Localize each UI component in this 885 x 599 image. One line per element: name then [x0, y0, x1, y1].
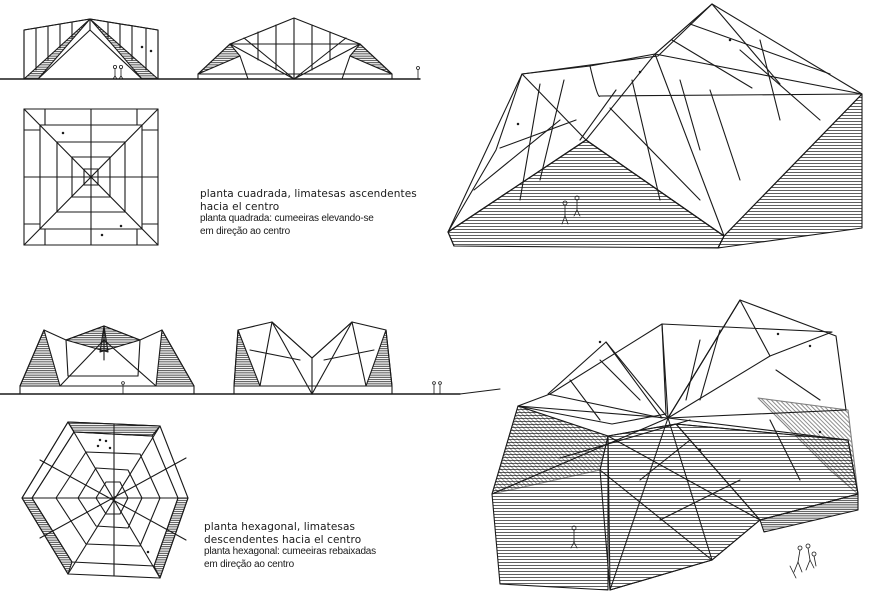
hexagonal-elevation-front — [0, 325, 501, 395]
person-figure-icon — [121, 381, 125, 395]
hexagonal-roof-perspective — [491, 299, 859, 591]
hexagonal-elevation-diagonal — [233, 321, 442, 395]
caption-line: planta hexagonal, limatesas — [204, 521, 356, 533]
caption-line: planta hexagonal: cumeeiras rebaixadas — [204, 546, 376, 557]
square-elevation-front — [0, 18, 421, 80]
person-figure-icon — [570, 525, 817, 579]
caption-square-plan: planta cuadrada, limatesas ascendentes h… — [200, 188, 417, 238]
caption-line: em direção ao centro — [204, 558, 294, 570]
person-figure-icon — [416, 66, 420, 80]
hexagonal-floor-plan — [21, 421, 189, 579]
caption-line: planta cuadrada, limatesas ascendentes — [200, 188, 417, 200]
person-figure-icon — [112, 65, 124, 80]
square-floor-plan — [23, 108, 159, 246]
square-roof-perspective — [447, 3, 863, 249]
square-elevation-diagonal — [197, 17, 420, 80]
caption-hexagonal-plan: planta hexagonal, limatesas descendentes… — [204, 521, 376, 571]
caption-line: em direção ao centro — [200, 225, 290, 237]
person-figure-icon — [432, 381, 442, 395]
caption-line: hacia el centro — [200, 200, 280, 213]
caption-line: descendentes hacia el centro — [204, 533, 362, 546]
person-figure-icon — [561, 195, 581, 225]
caption-line: planta quadrada: cumeeiras elevando-se — [200, 213, 374, 224]
